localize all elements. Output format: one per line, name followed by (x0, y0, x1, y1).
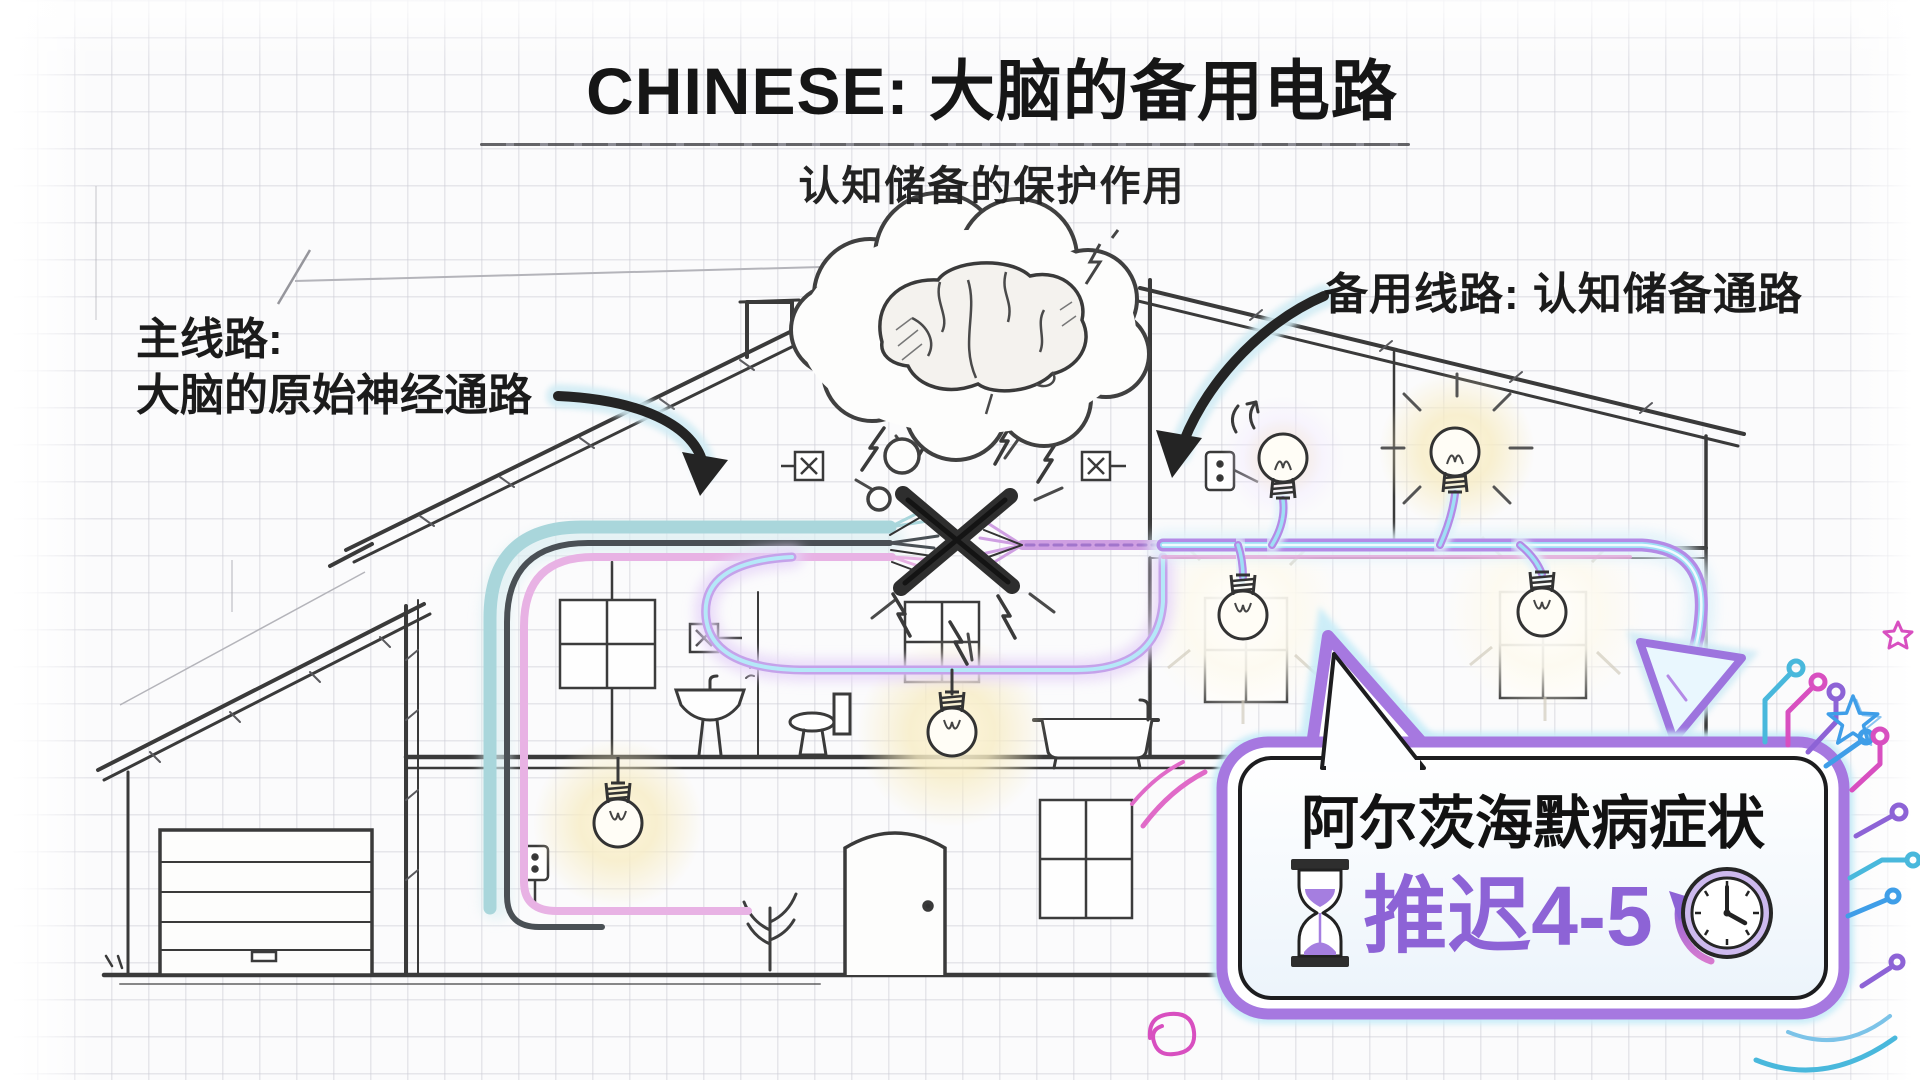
backup-wire-loop (694, 546, 1174, 696)
backup-wire-glow (1149, 486, 1760, 759)
page-title: CHINESE: 大脑的备用电路 (586, 54, 1398, 128)
annotation-arrow-right (1156, 284, 1336, 478)
annotation-arrow-left (546, 384, 728, 496)
plant-icon (742, 892, 798, 972)
main-wire-teal (481, 506, 940, 930)
clock-rewind-icon (1668, 867, 1773, 965)
x-mark-icon (893, 486, 1020, 596)
brain-icon (878, 261, 1088, 415)
spiral-icon (1130, 760, 1208, 1057)
backup-wire-stub (978, 520, 1170, 568)
callout-heading: 阿尔茨海默病症状 (1300, 791, 1765, 856)
thought-bubble (789, 191, 1151, 512)
star-icon (1826, 620, 1914, 746)
callout-delay-row: 推迟4-5 (1250, 852, 1816, 974)
front-door (843, 831, 947, 975)
backup-line-label: 备用线路: 认知储备通路 (1324, 270, 1803, 319)
wire-arrowhead (1626, 630, 1760, 759)
main-line-label-line1: 主线路: (136, 315, 283, 364)
lightbulb-icon (592, 372, 1568, 849)
heat-squiggle (1231, 400, 1260, 434)
main-line-label-line2: 大脑的原始神经通路 (136, 371, 532, 420)
main-line-label: 主线路: 大脑的原始神经通路 (136, 312, 532, 424)
bathroom-fixtures (673, 664, 1160, 770)
callout-delay-text: 推迟4-5 (1363, 868, 1653, 963)
title-underline (480, 143, 1410, 146)
hourglass-icon (1291, 859, 1350, 967)
garage-door (158, 828, 374, 977)
callout-bubble (1212, 606, 1854, 1024)
bulb-rays (1380, 372, 1534, 505)
page-subtitle: 认知储备的保护作用 (798, 163, 1186, 209)
